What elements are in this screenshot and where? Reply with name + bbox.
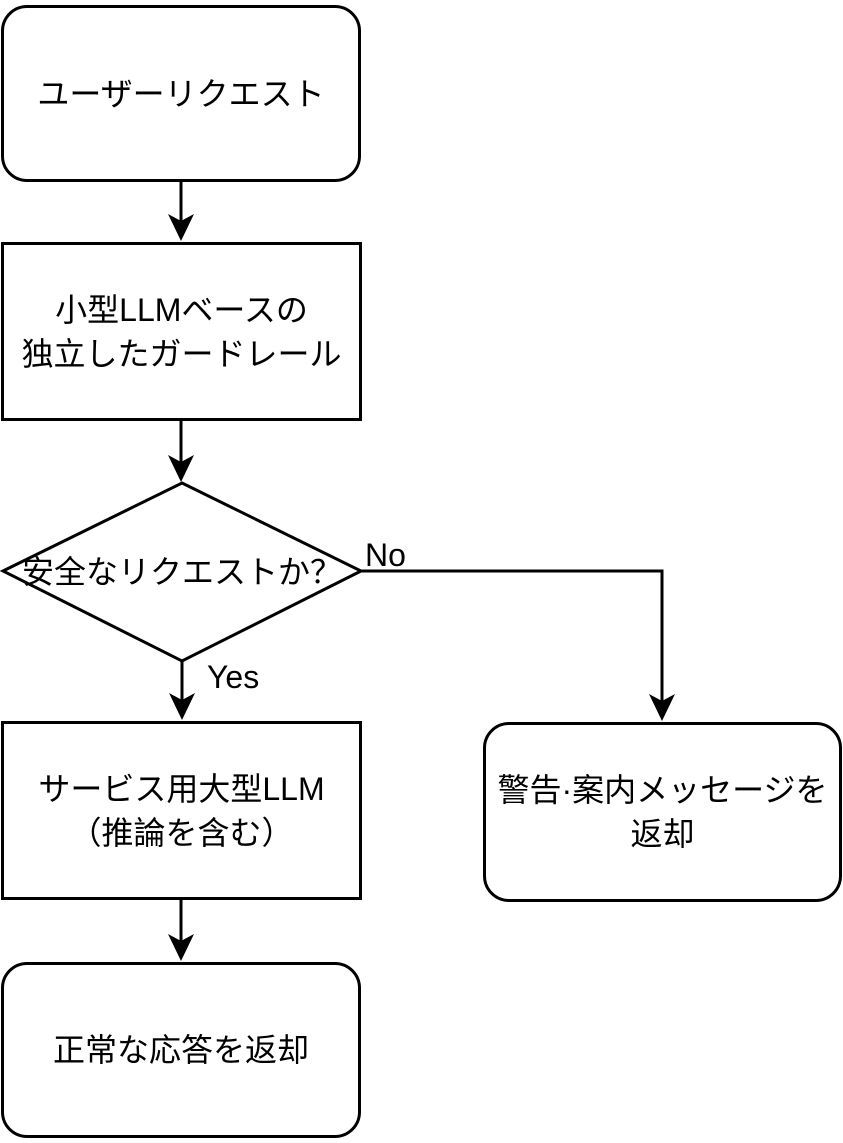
edge-safe-check-to-service-llm-arrowhead-icon <box>169 693 195 720</box>
edge-safe-check-to-warning-message-arrowhead-icon <box>649 694 675 721</box>
node-service-llm-label-line1: サービス用大型LLM <box>38 770 325 807</box>
node-warning-message: 警告·案内メッセージを 返却 <box>483 722 842 902</box>
node-warning-message-label-line2: 返却 <box>630 816 695 852</box>
edge-guardrail-to-safe-check-arrowhead-icon <box>168 455 194 482</box>
node-user-request: ユーザーリクエスト <box>1 5 361 182</box>
node-normal-response: 正常な応答を返却 <box>1 962 361 1138</box>
node-user-request-label: ユーザーリクエスト <box>37 75 325 112</box>
node-warning-message-label-line1: 警告·案内メッセージを <box>497 772 828 808</box>
node-guardrail: 小型LLMベースの 独立したガードレール <box>1 242 362 421</box>
node-safe-check-label: 安全なリクエストか？ <box>21 554 342 590</box>
edge-safe-check-to-warning-message <box>361 569 664 702</box>
edge-user-request-to-guardrail-arrowhead-icon <box>168 214 194 241</box>
node-service-llm: サービス用大型LLM （推論を含む） <box>1 721 362 900</box>
node-guardrail-label-line1: 小型LLMベースの <box>55 291 308 328</box>
edge-label-yes: Yes <box>207 659 260 695</box>
node-service-llm-label-line2: （推論を含む） <box>69 814 294 851</box>
node-normal-response-label: 正常な応答を返却 <box>52 1032 309 1068</box>
node-safe-check: 安全なリクエストか？ <box>3 483 361 661</box>
node-guardrail-label-line2: 独立したガードレール <box>21 335 342 372</box>
edge-label-no: No <box>365 537 406 573</box>
edge-service-llm-to-normal-response-arrowhead-icon <box>168 934 194 961</box>
